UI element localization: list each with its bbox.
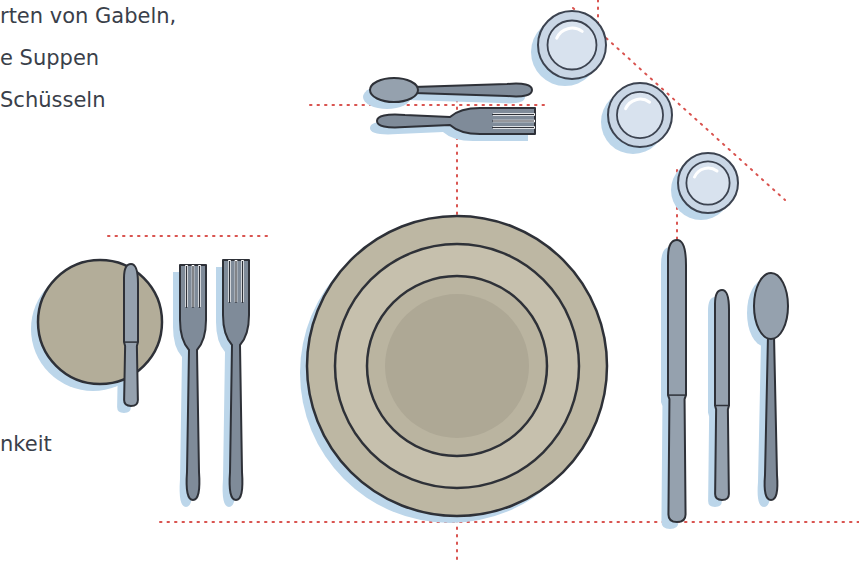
glasses [531, 18, 731, 220]
tableware [38, 11, 788, 522]
dessert-cutlery [370, 78, 535, 134]
text-fragment: Schüsseln [0, 88, 105, 113]
dinner-plate [307, 216, 607, 516]
bread-plate [38, 260, 162, 406]
text-fragment: e Suppen [0, 46, 99, 71]
shadows [31, 18, 781, 529]
guide-line [108, 235, 268, 237]
guide-line [310, 104, 545, 106]
text-fragment: rten von Gabeln, [0, 4, 176, 29]
guide-lines [108, 0, 859, 563]
guide-line [160, 521, 859, 523]
text-fragment: nkeit [0, 432, 52, 457]
knives-and-spoon [668, 240, 788, 522]
glasses [538, 11, 738, 213]
forks [180, 260, 249, 500]
